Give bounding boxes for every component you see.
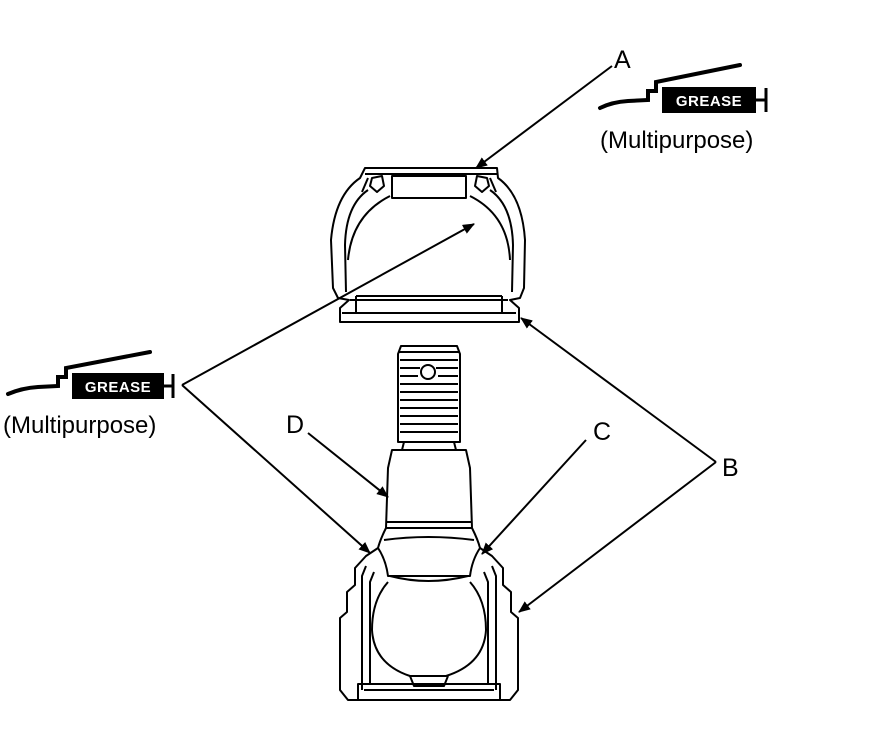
callout-a: A (614, 46, 631, 74)
grease-label-top: GREASE (676, 93, 742, 110)
callout-d: D (286, 411, 304, 439)
leader-lines (181, 65, 717, 613)
multipurpose-note-left: (Multipurpose) (3, 412, 156, 439)
callout-c: C (593, 418, 611, 446)
ball-joint-stud (339, 345, 519, 701)
dust-boot (330, 167, 526, 323)
callout-b: B (722, 454, 739, 482)
grease-gun-icon: GREASE (598, 63, 768, 113)
grease-label-left: GREASE (85, 379, 151, 396)
grease-gun-icon: GREASE (6, 350, 175, 399)
multipurpose-note-top: (Multipurpose) (600, 127, 753, 154)
